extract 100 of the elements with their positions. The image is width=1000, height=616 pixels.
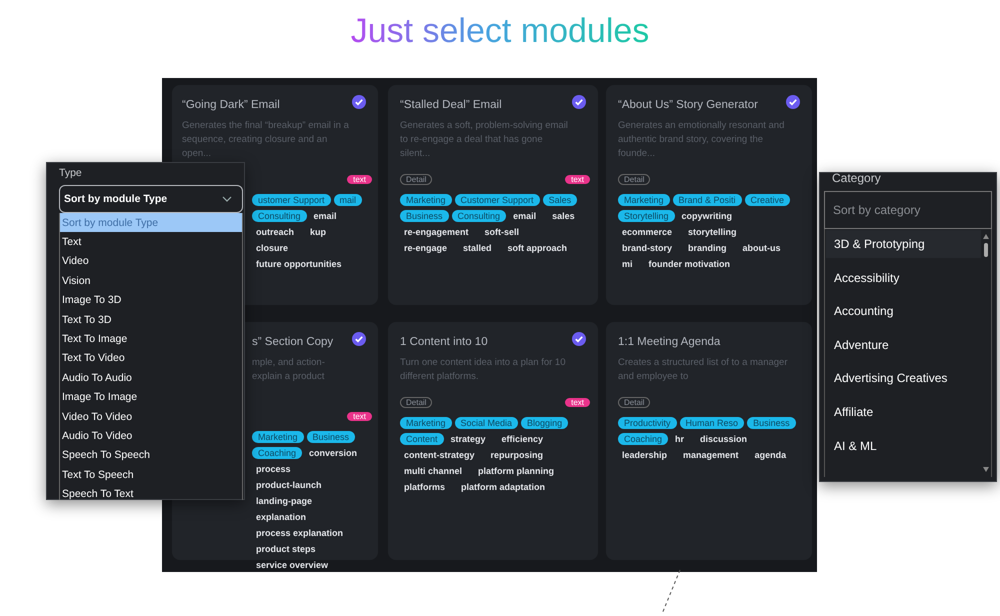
- dropdown-option: Speech To Text: [60, 484, 242, 504]
- dropdown-option: Image To Image: [60, 388, 242, 407]
- keyword: service overview: [256, 560, 328, 570]
- category-tag: Marketing: [400, 417, 452, 429]
- dropdown-option: Text To Image: [60, 329, 242, 349]
- dropdown-option: Video To Video: [60, 407, 242, 426]
- dropdown-option: Text To 3D: [60, 310, 242, 330]
- keyword: soft-sell: [484, 227, 520, 237]
- keyword: discussion: [700, 434, 748, 444]
- keyword: content-strategy: [404, 450, 475, 460]
- category-tag: Blogging: [521, 417, 568, 429]
- dropdown-option: Text To Video: [60, 348, 242, 368]
- keyword: agenda: [754, 450, 786, 460]
- category-tag: Creative: [744, 194, 790, 206]
- keyword: mi: [622, 259, 633, 269]
- keyword: leadership: [622, 450, 668, 460]
- card-title: “Going Dark” Email: [182, 99, 280, 111]
- dropdown-option: Text: [60, 232, 242, 252]
- keyword: process: [256, 464, 291, 474]
- card-title: s” Section Copy: [252, 336, 334, 348]
- dropdown-option: Video: [60, 252, 242, 272]
- dropdown-option: Vision: [60, 271, 242, 291]
- card-description: Turn one content idea into a plan for 10 different platforms.: [400, 356, 566, 384]
- category-tag: Storytelling: [618, 210, 675, 222]
- card-title: 1:1 Meeting Agenda: [618, 336, 720, 348]
- module-card: [388, 322, 598, 560]
- keyword: repurposing: [490, 450, 544, 460]
- type-badge: text: [565, 175, 590, 184]
- detail-button: Detail: [400, 397, 432, 408]
- keyword: branding: [688, 243, 727, 253]
- card-title: “About Us” Story Generator: [618, 99, 758, 111]
- keyword: outreach: [256, 227, 294, 237]
- category-tag: Marketing: [400, 194, 452, 206]
- category-tag: Customer Support: [454, 194, 540, 206]
- dropdown-option: Image To 3D: [60, 290, 242, 310]
- keyword: platforms: [404, 482, 446, 492]
- category-tag: ustomer Support: [252, 194, 331, 206]
- card-description: mple, and action- explain a product: [252, 356, 326, 384]
- keyword: explanation: [256, 512, 306, 522]
- dropdown-option: Sort by module Type: [60, 213, 242, 232]
- keyword: platform adaptation: [461, 482, 546, 492]
- search-field: Sort by category: [824, 191, 992, 229]
- card-title: “Stalled Deal” Email: [400, 99, 502, 111]
- dropdown-option: AI & ML: [826, 432, 981, 460]
- card-description: Generates a soft, problem-solving email to re-engage a deal that has gone silent...: [400, 119, 569, 160]
- keyword: landing-page: [256, 496, 312, 506]
- type-badge: text: [565, 398, 590, 407]
- category-tag: Consulting: [452, 210, 506, 222]
- category-tag: Productivity: [618, 417, 677, 429]
- keyword: ecommerce: [622, 227, 672, 237]
- keyword: about-us: [742, 243, 781, 253]
- category-tag: mail: [334, 194, 362, 206]
- card-description: Generates the final “breakup” email in a sequence, creating closure and an open...: [182, 119, 350, 160]
- dropdown-option: Text To Speech: [60, 465, 242, 485]
- category-tag: Content: [400, 432, 444, 444]
- category-tag: Human Reso: [680, 417, 744, 429]
- category-tag: Business: [400, 210, 449, 222]
- keyword: copywriting: [682, 211, 732, 221]
- dropdown-option: Speech To Speech: [60, 446, 242, 466]
- dropdown-panel: [819, 172, 997, 482]
- category-tag: Coaching: [618, 432, 668, 444]
- category-tag: Coaching: [252, 446, 302, 458]
- keyword: re-engagement: [404, 227, 469, 237]
- category-tag: Consulting: [252, 210, 307, 222]
- keyword: future opportunities: [256, 259, 342, 269]
- dropdown-option: Affiliate: [826, 398, 981, 426]
- card-description: Generates an emotionally resonant and authentic brand story, covering the founde...: [618, 119, 786, 160]
- category-tag: Business: [306, 431, 356, 443]
- dropdown-label: Type: [59, 167, 82, 179]
- keyword: kup: [310, 227, 326, 237]
- keyword: re-engage: [404, 243, 448, 253]
- keyword: email: [314, 211, 337, 221]
- dropdown-option: Accessibility: [826, 264, 981, 292]
- keyword: stalled: [463, 243, 492, 253]
- dropdown-panel: [46, 162, 245, 500]
- type-badge: text: [347, 175, 372, 184]
- category-tag: Social Media: [454, 417, 518, 429]
- category-tag: Marketing: [252, 431, 304, 443]
- keyword: sales: [552, 211, 575, 221]
- keyword: process explanation: [256, 528, 344, 538]
- keyword: multi channel: [404, 466, 462, 476]
- dropdown-option: Audio To Audio: [60, 368, 242, 388]
- keyword: founder motivation: [648, 259, 730, 269]
- detail-button: Detail: [400, 174, 432, 185]
- keyword: email: [513, 211, 536, 221]
- card-description: Creates a structured list of to a manager and employee to: [618, 356, 788, 384]
- keyword: efficiency: [502, 434, 544, 444]
- dropdown-option: Advertising Creatives: [826, 364, 981, 392]
- module-card: [606, 322, 812, 560]
- dropdown-option: Accounting: [826, 297, 981, 326]
- keyword: product steps: [256, 544, 316, 554]
- keyword: product-launch: [256, 480, 322, 490]
- dropdown-label: Category: [832, 171, 881, 185]
- keyword: platform planning: [478, 466, 554, 476]
- category-tag: Sales: [542, 194, 578, 206]
- dropdown-option: Adventure: [826, 330, 981, 359]
- keyword: management: [683, 450, 739, 460]
- type-badge: text: [347, 412, 372, 421]
- module-card: [606, 85, 812, 305]
- keyword: brand-story: [622, 243, 672, 253]
